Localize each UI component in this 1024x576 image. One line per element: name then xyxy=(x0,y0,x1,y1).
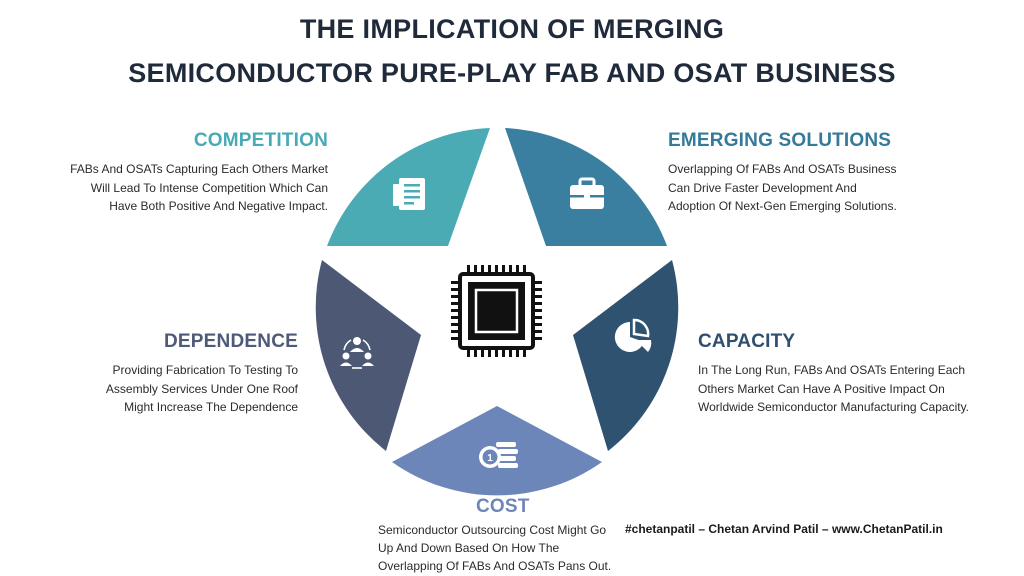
author-credit: #chetanpatil – Chetan Arvind Patil – www… xyxy=(625,522,943,536)
competition-block: COMPETITION FABs And OSATs Capturing Eac… xyxy=(40,130,328,216)
pie-chart-icon xyxy=(614,318,652,352)
dependence-line-1: Providing Fabrication To Testing To xyxy=(112,363,298,377)
title-line-1: THE IMPLICATION OF MERGING xyxy=(299,14,725,44)
emerging-line-3: Adoption Of Next-Gen Emerging Solutions. xyxy=(668,199,897,213)
cost-line-1: Semiconductor Outsourcing Cost Might Go xyxy=(378,523,607,537)
team-network-icon xyxy=(340,337,374,369)
emerging-solutions-block: EMERGING SOLUTIONS Overlapping Of FABs A… xyxy=(668,130,968,216)
capacity-line-1: In The Long Run, FABs And OSATs Entering… xyxy=(698,363,966,377)
emerging-solutions-text: Overlapping Of FABs And OSATs Business C… xyxy=(668,160,968,216)
dependence-block: DEPENDENCE Providing Fabrication To Test… xyxy=(60,331,298,417)
svg-text:1: 1 xyxy=(487,453,493,464)
dependence-line-3: Might Increase The Dependence xyxy=(124,400,298,414)
title-line-2: SEMICONDUCTOR PURE-PLAY FAB AND OSAT BUS… xyxy=(128,58,896,88)
competition-line-2: Will Lead To Intense Competition Which C… xyxy=(90,180,328,195)
competition-line-3: Have Both Positive And Negative Impact. xyxy=(109,199,328,213)
chip-icon xyxy=(451,265,542,357)
competition-text: FABs And OSATs Capturing Each Others Mar… xyxy=(40,160,328,216)
capacity-line-3: Worldwide Semiconductor Manufacturing Ca… xyxy=(698,400,970,414)
dependence-text: Providing Fabrication To Testing To Asse… xyxy=(60,361,298,417)
document-list-icon xyxy=(393,178,425,210)
coins-icon: 1 xyxy=(479,442,518,468)
dependence-line-2: Assembly Services Under One Roof xyxy=(105,381,298,396)
briefcase-icon xyxy=(570,177,604,209)
capacity-block: CAPACITY In The Long Run, FABs And OSATs… xyxy=(698,331,998,417)
emerging-line-1: Overlapping Of FABs And OSATs Business xyxy=(668,162,897,176)
cost-line-2: Up And Down Based On How The xyxy=(378,541,560,555)
cost-block: COST Semiconductor Outsourcing Cost Migh… xyxy=(378,496,628,575)
segment-capacity xyxy=(573,260,679,451)
capacity-line-2: Others Market Can Have A Positive Impact… xyxy=(698,381,945,396)
cost-heading: COST xyxy=(476,496,530,517)
dependence-heading: DEPENDENCE xyxy=(164,331,298,352)
competition-line-1: FABs And OSATs Capturing Each Others Mar… xyxy=(70,162,328,176)
cost-line-3: Overlapping Of FABs And OSATs Pans Out. xyxy=(378,559,612,573)
emerging-solutions-heading: EMERGING SOLUTIONS xyxy=(668,130,892,151)
capacity-heading: CAPACITY xyxy=(698,331,796,352)
capacity-text: In The Long Run, FABs And OSATs Entering… xyxy=(698,361,998,417)
cost-text: Semiconductor Outsourcing Cost Might Go … xyxy=(378,521,628,575)
emerging-line-2: Can Drive Faster Development And xyxy=(668,180,857,195)
competition-heading: COMPETITION xyxy=(193,130,328,151)
